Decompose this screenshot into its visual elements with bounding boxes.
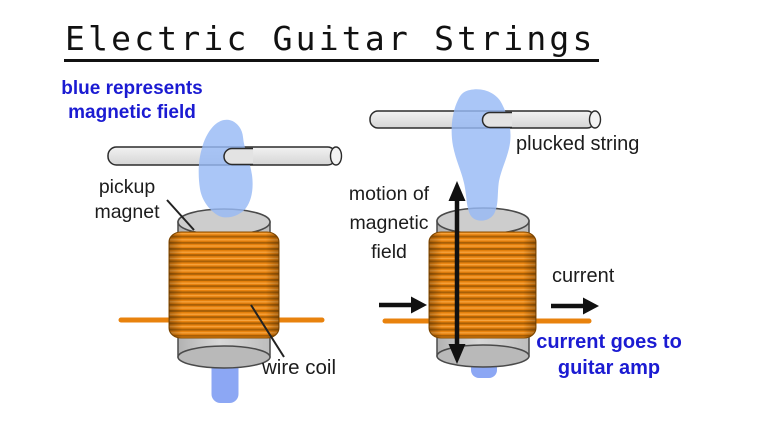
coil-shading xyxy=(169,232,279,338)
string-over-field-patch xyxy=(481,111,512,129)
caption-line1: blue represents xyxy=(61,78,203,99)
string-end-cap xyxy=(588,110,602,129)
current-in-arrow xyxy=(379,296,427,314)
pickup-magnet-label-line2: magnet xyxy=(94,201,160,223)
pickup-magnet-pointer-line xyxy=(166,199,195,231)
string-over-field-patch xyxy=(223,147,253,166)
arrowhead-right xyxy=(583,297,599,315)
right-pickup-diagram xyxy=(369,89,602,378)
coil-shading xyxy=(429,232,536,338)
motion-label-line1: motion of xyxy=(348,183,430,205)
arrowhead-right xyxy=(411,296,427,314)
arrowhead-up xyxy=(448,181,466,201)
arrowhead-down xyxy=(448,344,466,364)
magnet-bottom-cap xyxy=(177,345,271,369)
wire-coil-left xyxy=(168,231,280,339)
current-goes-to-amp-label: current goes to guitar amp xyxy=(520,329,698,381)
pickup-magnet-label-line1: pickup xyxy=(98,176,156,198)
left-pickup-diagram xyxy=(107,119,343,403)
goes-label-line2: guitar amp xyxy=(557,357,661,379)
magnetic-field-blob xyxy=(198,119,253,218)
goes-label-line1: current goes to xyxy=(536,331,682,353)
string-end-cap xyxy=(329,146,343,166)
caption-blue-represents: blue represents magnetic field xyxy=(36,77,228,125)
wire-coil-label: wire coil xyxy=(262,356,337,379)
wire-coil-pointer-line xyxy=(250,304,285,358)
field-motion-double-arrow xyxy=(448,181,466,364)
caption-line2: magnetic field xyxy=(68,102,196,123)
motion-label-line3: field xyxy=(371,241,407,263)
current-label: current xyxy=(552,265,615,287)
wire-coil-right xyxy=(428,231,537,339)
motion-label-line2: magnetic xyxy=(349,212,429,234)
plucked-string-label: plucked string xyxy=(516,133,640,155)
motion-of-magnetic-field-label: motion of magnetic field xyxy=(334,180,444,267)
page-title: Electric Guitar Strings xyxy=(64,21,599,62)
pickup-magnet-label: pickup magnet xyxy=(78,175,176,225)
current-out-arrow xyxy=(551,297,599,315)
